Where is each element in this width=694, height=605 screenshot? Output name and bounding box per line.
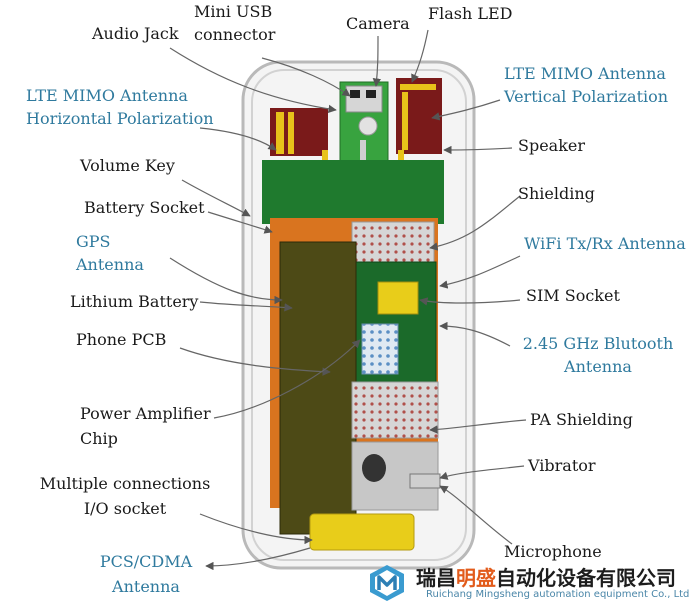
company-name-cn-c: 自动化设备有限公司 — [496, 566, 676, 590]
label-mini-usb: Mini USB connector — [194, 2, 275, 45]
label-gps-line2: Antenna — [76, 255, 144, 274]
label-lte-horizontal: LTE MIMO Antenna Horizontal Polarization — [26, 86, 214, 129]
label-multi-line2: I/O socket — [83, 499, 167, 518]
label-speaker: Speaker — [518, 136, 586, 155]
label-bt-line1: 2.45 GHz Blutooth — [522, 334, 674, 353]
vibrator-motor — [362, 454, 386, 482]
label-shielding: Shielding — [518, 184, 595, 203]
label-pa-line2: Chip — [80, 429, 118, 448]
label-volume-key: Volume Key — [80, 156, 175, 175]
label-lte-h-line1: LTE MIMO Antenna — [26, 86, 188, 105]
leader-arrows — [169, 29, 527, 571]
label-lithium-battery: Lithium Battery — [70, 292, 199, 311]
label-phone-pcb: Phone PCB — [76, 330, 167, 349]
label-lte-v-line2: Vertical Polarization — [504, 87, 669, 106]
label-pcs-line1: PCS/CDMA — [99, 552, 193, 571]
company-name-cn-a: 瑞昌 — [416, 566, 456, 590]
sim-socket — [377, 281, 419, 315]
company-watermark: 瑞昌明盛自动化设备有限公司 Ruichang Mingsheng automat… — [362, 560, 694, 605]
label-flash-led: Flash LED — [428, 4, 513, 23]
company-name-en: Ruichang Mingsheng automation equipment … — [426, 589, 690, 600]
label-multi-line1: Multiple connections — [39, 474, 211, 493]
label-mini-usb-line2: connector — [194, 25, 276, 44]
label-lte-vertical: LTE MIMO Antenna Vertical Polarization — [504, 64, 668, 107]
company-name-cn-b: 明盛 — [456, 566, 496, 590]
microphone-unit — [409, 473, 441, 489]
company-logo-icon — [370, 565, 404, 601]
label-lte-h-line2: Horizontal Polarization — [26, 109, 214, 128]
label-pa-shielding: PA Shielding — [530, 410, 633, 429]
label-wifi-antenna: WiFi Tx/Rx Antenna — [524, 234, 686, 253]
label-mini-usb-line1: Mini USB — [194, 2, 273, 21]
label-sim-socket: SIM Socket — [526, 286, 620, 305]
main-board-green — [262, 160, 444, 224]
label-vibrator: Vibrator — [528, 456, 596, 475]
label-pcs-line2: Antenna — [112, 577, 180, 596]
label-pcs-cdma-antenna: PCS/CDMA Antenna — [94, 552, 198, 597]
label-gps-antenna: GPS Antenna — [76, 232, 144, 275]
shielding-block — [351, 221, 435, 269]
lithium-battery — [279, 241, 357, 535]
label-bt-line2: Antenna — [564, 357, 632, 376]
label-multiple-connections: Multiple connections I/O socket — [38, 474, 212, 519]
pa-shielding-block — [351, 381, 439, 439]
label-microphone: Microphone — [504, 542, 602, 561]
label-bluetooth-antenna: 2.45 GHz Blutooth Antenna — [522, 334, 674, 377]
label-power-amplifier-chip: Power Amplifier Chip — [80, 404, 211, 449]
label-lte-v-line1: LTE MIMO Antenna — [504, 64, 666, 83]
pcs-cdma-antenna — [309, 513, 415, 551]
camera-module — [339, 81, 389, 175]
label-battery-socket: Battery Socket — [84, 198, 205, 217]
label-audio-jack: Audio Jack — [92, 24, 179, 43]
label-pa-line1: Power Amplifier — [80, 404, 211, 423]
label-camera: Camera — [346, 14, 410, 33]
pa-chip — [361, 323, 399, 375]
label-gps-line1: GPS — [76, 232, 111, 251]
company-name-cn: 瑞昌明盛自动化设备有限公司 — [416, 562, 676, 591]
